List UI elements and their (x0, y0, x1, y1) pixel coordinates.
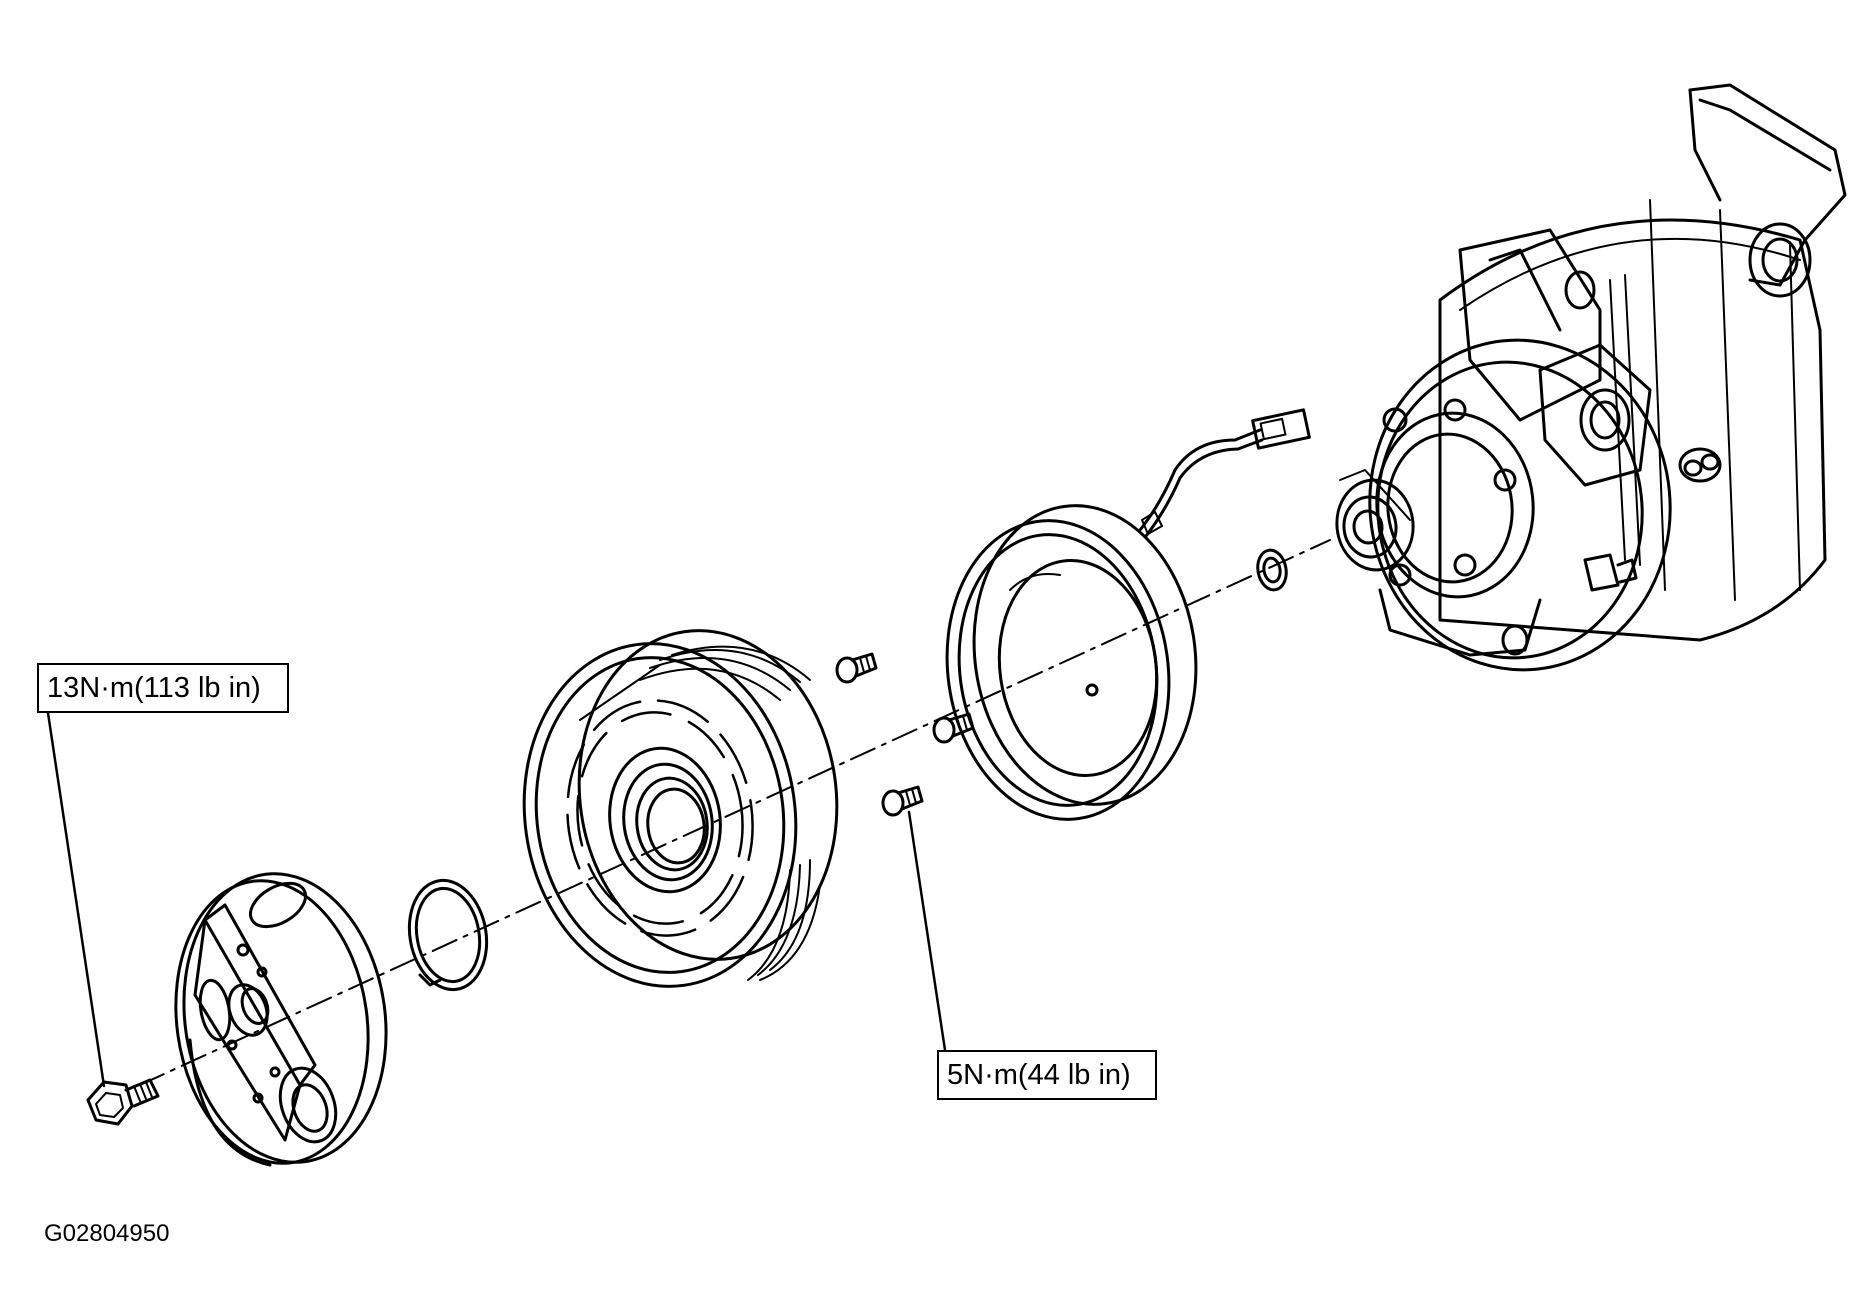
clutch-hub-bolt (86, 1078, 160, 1126)
snap-ring (407, 878, 489, 992)
shaft-washer (1256, 548, 1288, 592)
torque-callout-13nm: 13N·m(113 lb in) (37, 663, 289, 713)
leader-line-bottom (907, 810, 947, 1052)
leader-line-top (46, 711, 106, 1088)
ac-compressor (1335, 83, 1847, 672)
field-coil-screw-middle (932, 712, 975, 744)
assembly-centerline (139, 539, 1331, 1086)
clutch-pulley (522, 629, 839, 988)
figure-id: G02804950 (44, 1220, 170, 1247)
torque-callout-5nm: 5N·m(44 lb in) (937, 1050, 1157, 1100)
clutch-armature-plate (174, 872, 388, 1167)
field-coil (945, 408, 1311, 821)
field-coil-screw-upper (835, 652, 878, 684)
field-coil-screw-lower (881, 785, 924, 817)
